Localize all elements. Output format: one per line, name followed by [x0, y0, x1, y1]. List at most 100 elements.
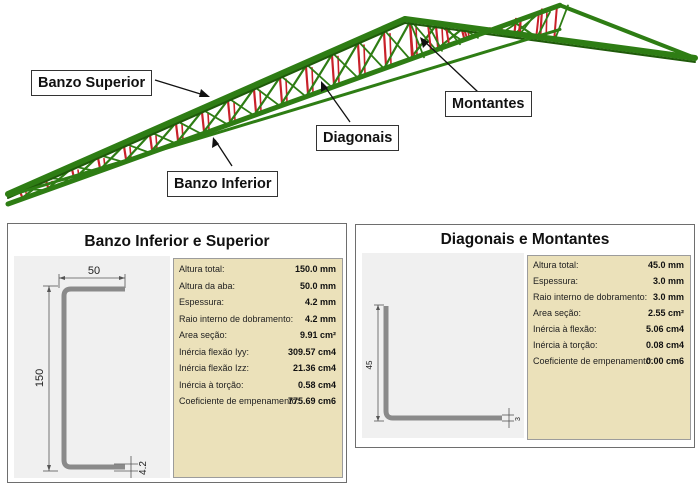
truss-diagonal [201, 108, 229, 126]
property-label: Inércia à flexão: [533, 324, 597, 334]
truss-montant [155, 135, 158, 150]
property-row: Inércia à torção:0.08 cm4 [533, 337, 684, 353]
dim-thickness: 4.2 [138, 461, 149, 475]
truss-diagonal [279, 74, 307, 98]
truss-diagonal [357, 40, 385, 70]
property-value: 4.2 mm [304, 297, 336, 307]
truss-render [5, 2, 698, 207]
truss-diagonal [253, 85, 281, 107]
property-label: Altura da aba: [179, 280, 236, 291]
l-profile-svg: 45 3 [365, 304, 522, 428]
property-label: Altura total: [179, 264, 225, 274]
truss-top-chord [5, 16, 408, 197]
dim-height: 150 [34, 369, 46, 387]
truss-montant [389, 32, 392, 66]
property-row: Inércia flexão Iyy: 309.57 cm4 [179, 344, 336, 360]
truss-montant [122, 145, 128, 161]
dim-thickness-right: 3 [515, 417, 522, 421]
property-label: Altura total: [533, 260, 579, 270]
c-profile-svg: 50 150 4.2 [34, 265, 149, 478]
truss-montant [363, 44, 366, 75]
property-label: Area seção: [533, 308, 582, 318]
l-profile-shape [383, 306, 502, 421]
property-value: 150.0 mm [294, 264, 336, 274]
property-row: Altura total:45.0 mm [533, 257, 684, 273]
callout-arrows [154, 37, 479, 167]
truss-montant [304, 65, 310, 95]
truss-montant [553, 4, 558, 43]
property-label: Coeficiente de empenamento: [533, 356, 654, 366]
truss-montant [337, 55, 340, 85]
dim-width: 50 [88, 265, 100, 277]
truss-diagonal [409, 20, 425, 59]
property-value: 0.08 cm4 [645, 340, 684, 350]
label-banzo-inferior: Banzo Inferior [167, 171, 279, 197]
truss-diagonal [227, 96, 255, 117]
truss-top-chord-right-edge [404, 22, 696, 63]
truss-montant [441, 26, 444, 47]
property-label: Inércia à torção: [179, 379, 244, 390]
property-label: Espessura: [533, 276, 579, 286]
property-row: Inércia à torção:0.58 cm4 [179, 377, 336, 393]
truss-top-chord-right [402, 16, 698, 61]
truss-diagonal [383, 28, 411, 61]
truss-top-chord-edge [7, 22, 406, 199]
truss-diagonal [331, 51, 359, 79]
truss-montant [174, 122, 180, 142]
truss-montant [285, 78, 288, 103]
property-value: 5.06 cm4 [645, 324, 684, 334]
property-row: Area seção: 2.55 cm² [533, 305, 684, 321]
property-label: Espessura: [179, 297, 225, 307]
truss-web-members [18, 4, 569, 201]
truss-bottom-chord-far [6, 27, 562, 198]
truss-montant [278, 77, 284, 105]
truss-montant [181, 123, 184, 141]
property-value: 50.0 mm [299, 280, 336, 291]
truss-montant [445, 25, 450, 46]
truss-montant [330, 54, 336, 86]
property-value: 2.55 cm² [647, 308, 684, 318]
property-value: 4.2 mm [304, 313, 336, 324]
truss-montant [311, 66, 314, 94]
property-row: Coeficiente de empenamento:0.00 cm6 [533, 353, 684, 369]
property-value: 9.91 cm² [299, 330, 336, 340]
property-row: Inércia flexão Izz:21.36 cm4 [179, 360, 336, 376]
property-label: Inércia flexão Izz: [179, 363, 250, 373]
property-label: Inércia flexão Iyy: [179, 346, 250, 357]
truss-montant [200, 111, 206, 133]
property-value: 3.0 mm [652, 276, 684, 286]
truss-montant [252, 88, 258, 114]
property-row: Altura da aba: 50.0 mm [179, 278, 336, 294]
property-row: Coeficiente de empenamento:775.69 cm6 [179, 393, 336, 409]
property-value: 775.69 cm6 [287, 396, 336, 406]
diagonais-properties-panel: Altura total:45.0 mm Espessura: 3.0 mm Raio… [527, 255, 691, 440]
property-value: 0.00 cm6 [645, 356, 684, 366]
property-label: Raio interno de dobramento: [533, 292, 648, 302]
property-label: Coeficiente de empenamento: [179, 396, 300, 406]
property-row: Area seção:9.91 cm² [179, 327, 336, 343]
panel-diagonais: Diagonais e Montantes 45 3 Altura total:… [355, 224, 695, 448]
truss-montant [233, 101, 236, 122]
truss-bottom-chord-right [558, 3, 697, 60]
label-diagonais: Diagonais [316, 125, 400, 151]
panel-banzo: Banzo Inferior e Superior 50 150 4.2 [7, 223, 347, 483]
label-montantes: Montantes [445, 91, 532, 117]
truss-montant [148, 133, 154, 151]
panel-diagonais-title: Diagonais e Montantes [440, 231, 610, 248]
c-profile-shape [61, 286, 125, 470]
property-value: 309.57 cm4 [287, 346, 336, 357]
truss-montant [382, 31, 388, 67]
truss-bottom-chord [5, 2, 563, 207]
property-row: Espessura: 4.2 mm [179, 294, 336, 310]
truss-montant [409, 20, 414, 59]
panel-banzo-title: Banzo Inferior e Superior [84, 233, 270, 250]
truss-montant [207, 112, 210, 131]
property-label: Raio interno de dobramento: [179, 313, 294, 324]
truss-diagonal [553, 4, 569, 43]
truss-montant [226, 99, 232, 123]
banzo-properties-panel: Altura total: 150.0 mm Altura da aba: 50.0 … [173, 258, 343, 478]
property-row: Inércia à flexão: 5.06 cm4 [533, 321, 684, 337]
property-row: Raio interno de dobramento: 4.2 mm [179, 311, 336, 327]
dim-height-right: 45 [365, 360, 374, 369]
property-value: 3.0 mm [652, 292, 684, 302]
